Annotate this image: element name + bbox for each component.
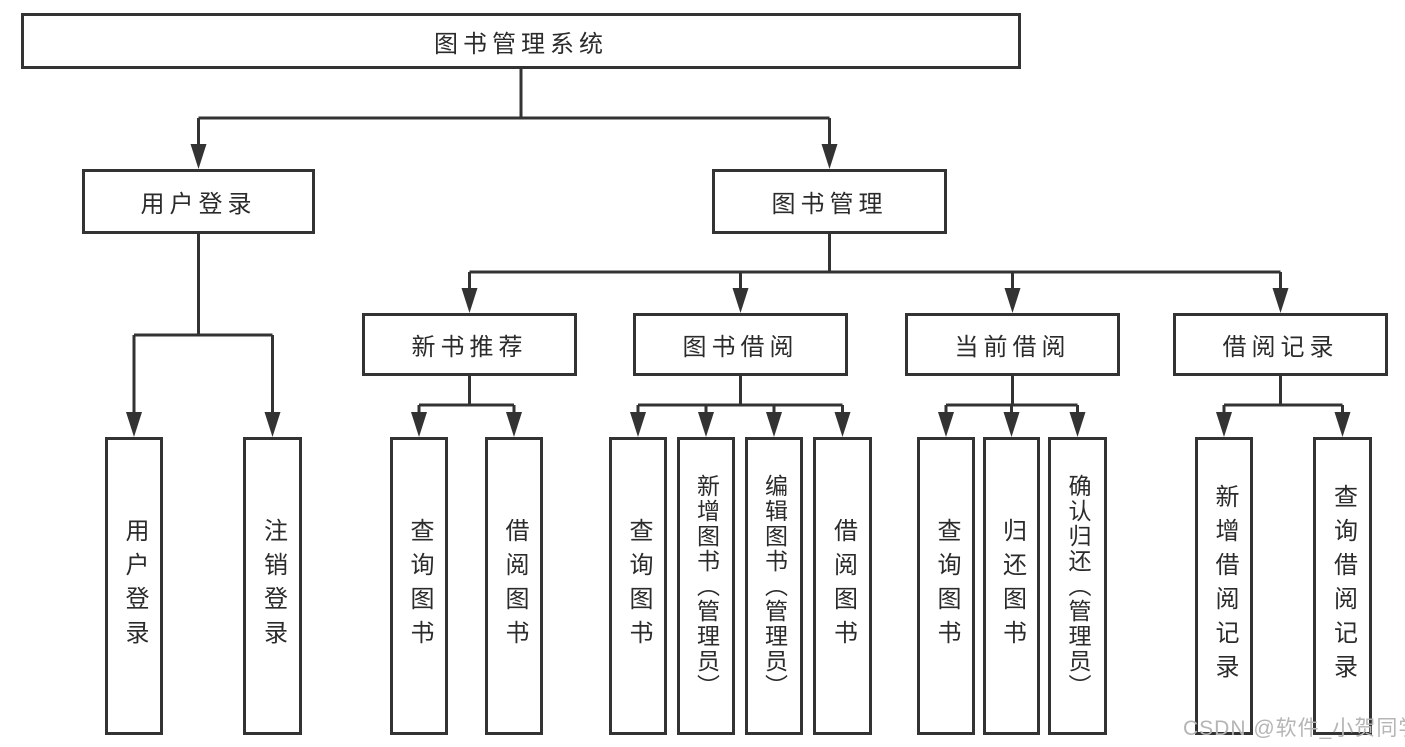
watermark: CSDN @软件_小贺同学 [1183, 717, 1405, 740]
leaf-edit-books-admin: 编辑图书（管理员） [745, 437, 803, 735]
leaf-borrowing-query-books: 查询图书 [609, 437, 667, 735]
leaf-current-query-books: 查询图书 [917, 437, 975, 735]
leaf-confirm-return-admin: 确认归还（管理员） [1048, 437, 1107, 735]
leaf-return-books: 归还图书 [983, 437, 1040, 735]
leaf-recommend-query-books: 查询图书 [390, 437, 448, 735]
leaf-query-borrow-record: 查询借阅记录 [1313, 437, 1372, 735]
leaf-recommend-borrow-books: 借阅图书 [485, 437, 543, 735]
leaf-borrow-books: 借阅图书 [813, 437, 872, 735]
leaf-logout: 注销登录 [243, 437, 302, 735]
leaf-add-books-admin: 新增图书（管理员） [677, 437, 735, 735]
node-root-system: 图书管理系统 [21, 13, 1021, 69]
node-new-book-recommend: 新书推荐 [362, 313, 577, 376]
node-book-management-module: 图书管理 [712, 169, 947, 234]
node-user-login-module: 用户登录 [82, 169, 315, 234]
node-book-borrowing: 图书借阅 [633, 313, 848, 376]
leaf-add-borrow-record: 新增借阅记录 [1195, 437, 1253, 735]
leaf-user-login: 用户登录 [105, 437, 163, 735]
node-current-borrowing: 当前借阅 [905, 313, 1120, 376]
node-borrowing-records: 借阅记录 [1173, 313, 1388, 376]
